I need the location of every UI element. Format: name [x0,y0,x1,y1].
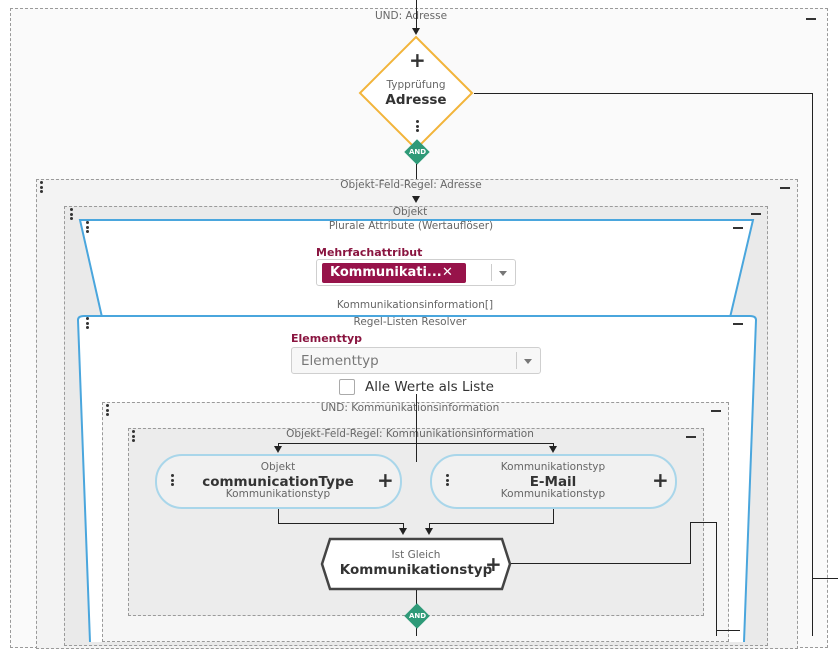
connector-line [474,93,812,94]
group-objekt-feld-regel-adresse-label: Objekt-Feld-Regel: Adresse [340,179,482,191]
add-icon[interactable]: + [652,468,669,492]
connector-line [429,523,554,524]
node-communication-type[interactable] [155,454,402,509]
elementtyp-select[interactable]: Elementtyp [291,347,541,374]
chip-close-icon[interactable]: ✕ [442,265,453,280]
alle-werte-checkbox[interactable] [339,379,355,395]
drag-handle-icon[interactable] [86,317,90,331]
drag-handle-icon[interactable] [132,430,136,444]
drag-handle-icon[interactable] [40,181,44,195]
connector-line [403,523,404,529]
group-objekt-label: Objekt [392,206,428,218]
connector-line [812,578,838,579]
connector-line [278,523,403,524]
select-divider [491,264,492,281]
group-plurale-attribute-label: Plurale Attribute (Wertauflöser) [328,220,494,232]
arrow-head [399,528,407,535]
collapse-objekt-button[interactable] [751,213,761,215]
group-und-adresse-label: UND: Adresse [374,10,448,22]
and-label: AND [409,148,427,156]
add-icon[interactable]: + [409,48,426,72]
collapse-und-adresse-button[interactable] [806,18,816,20]
collapse-und-kommunikationsinformation-button[interactable] [711,410,721,412]
group-objekt-feld-regel-komm-label: Objekt-Feld-Regel: Kommunikationsinforma… [286,428,534,440]
connector-line [278,443,554,444]
typpruefung-value: Adresse [385,92,447,108]
drag-handle-icon[interactable] [106,404,110,418]
chip-label: Kommunikati... [330,265,442,280]
connector-line [690,522,717,523]
select-divider [516,352,517,369]
and-label: AND [409,612,427,620]
connector-line [429,523,430,529]
mehrfachattribut-label: Mehrfachattribut [316,246,423,259]
group-und-kommunikationsinformation-label: UND: Kommunikationsinformation [320,402,500,414]
drag-handle-icon[interactable] [446,474,450,488]
arrow-head [412,28,420,35]
node-right-top: Kommunikationstyp [500,461,606,473]
elementtyp-placeholder: Elementtyp [301,353,379,369]
add-icon[interactable]: + [485,552,502,576]
connector-line [553,509,554,524]
add-icon[interactable]: + [377,468,394,492]
node-kommunikationstyp-email[interactable] [430,454,677,509]
chevron-down-icon[interactable] [524,359,532,364]
connector-line [812,93,813,636]
ist-gleich-node[interactable] [320,537,512,591]
node-right-bottom: Kommunikationstyp [500,488,606,500]
node-left-main: communicationType [202,474,354,490]
connector-line [511,563,691,564]
node-left-bottom: Kommunikationstyp [225,488,331,500]
group-regel-listen-resolver-label: Regel-Listen Resolver [353,316,467,328]
mehrfachattribut-select[interactable]: Kommunikati... ✕ [316,259,516,286]
arrow-head [549,446,557,453]
connector-line [278,509,279,524]
collapse-objekt-feld-regel-adresse-button[interactable] [780,187,790,189]
connector-line [416,394,417,462]
selected-chip[interactable]: Kommunikati... ✕ [322,263,466,283]
connector-line [416,0,417,30]
elementtyp-label: Elementtyp [291,332,363,345]
drag-handle-icon[interactable] [171,474,175,488]
collapse-objekt-feld-regel-komm-button[interactable] [686,436,696,438]
drag-handle-icon[interactable] [86,221,90,235]
alle-werte-label: Alle Werte als Liste [365,379,494,395]
collapse-plurale-attribute-button[interactable] [733,227,743,229]
ist-gleich-value: Kommunikationstyp [339,562,493,578]
node-left-top: Objekt [260,461,296,473]
connector-line [690,522,691,564]
ist-gleich-label: Ist Gleich [391,549,441,561]
typpruefung-label: Typprüfung [386,79,446,91]
drag-handle-icon[interactable] [70,208,74,222]
arrow-head [412,196,420,203]
kommunikationsinformation-array-label: Kommunikationsinformation[] [336,299,494,311]
connector-line [716,522,717,636]
connector-line [716,630,740,631]
collapse-regel-listen-resolver-button[interactable] [733,323,743,325]
chevron-down-icon[interactable] [499,271,507,276]
more-options-icon[interactable] [416,120,420,134]
arrow-head [425,528,433,535]
node-right-main: E-Mail [529,474,577,490]
arrow-head [274,446,282,453]
